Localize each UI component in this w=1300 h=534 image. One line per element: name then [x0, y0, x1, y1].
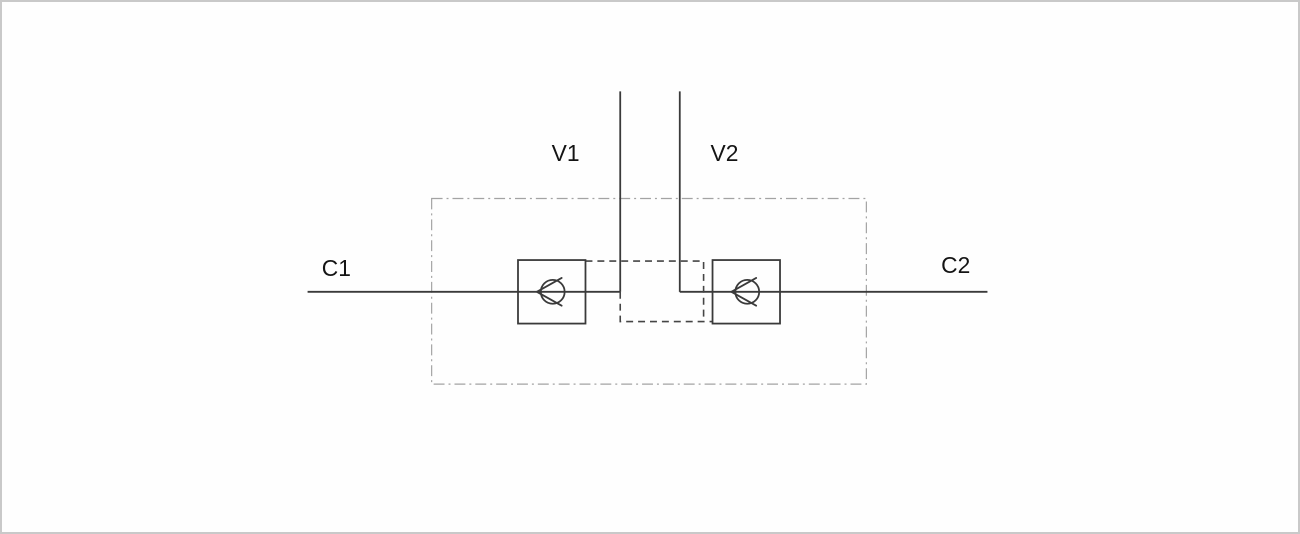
- check-valve-left-ball-icon: [539, 279, 566, 305]
- check-valve-left-seat-icon: [535, 277, 563, 307]
- pilot-line-bottom: [619, 291, 713, 323]
- pilot-line-top: [585, 260, 705, 322]
- label-v2: V2: [710, 140, 738, 166]
- check-valve-right-icon: [711, 259, 781, 325]
- check-valve-left-icon: [517, 259, 587, 325]
- check-valve-right-ball-icon: [734, 279, 761, 305]
- check-valve-right-seat-icon: [730, 277, 758, 307]
- label-v1: V1: [552, 140, 580, 166]
- label-c1: C1: [322, 255, 351, 281]
- label-c2: C2: [941, 252, 970, 278]
